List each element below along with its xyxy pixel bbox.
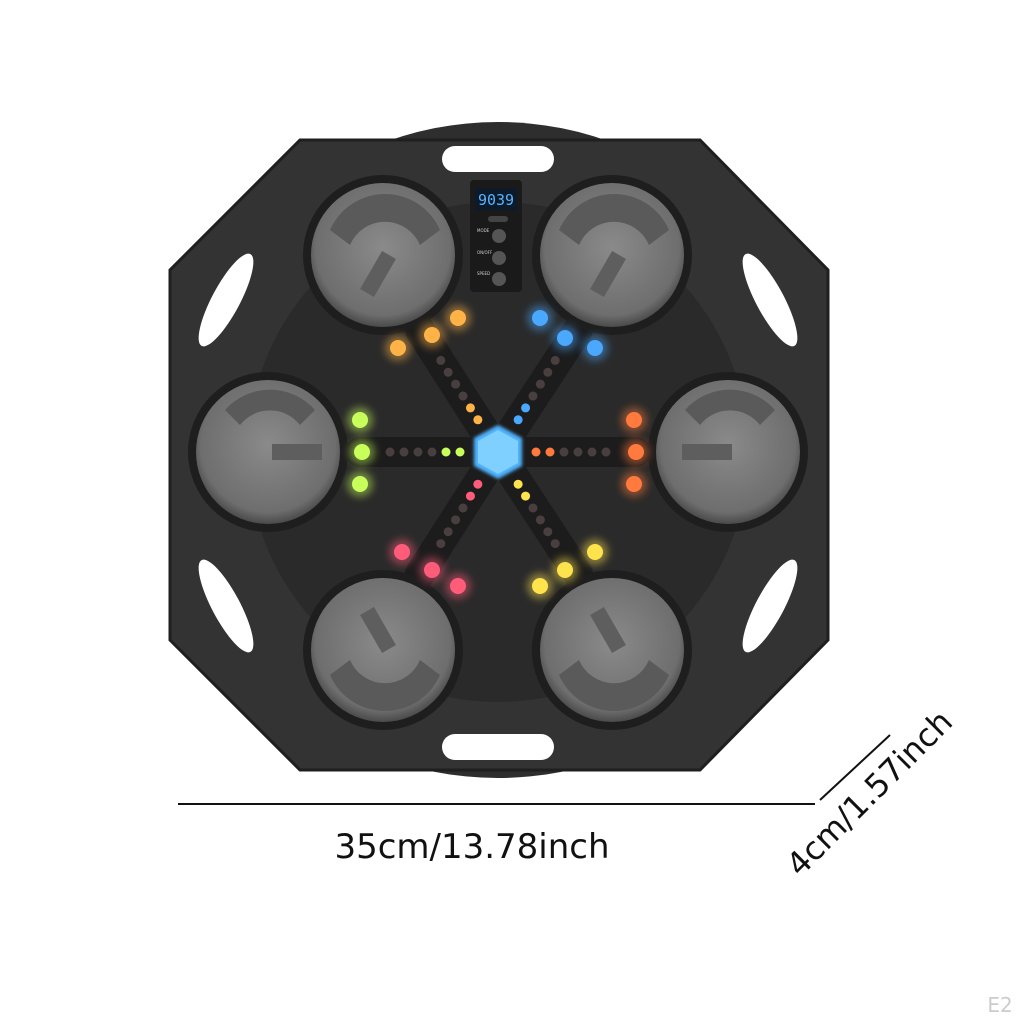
led-dot (535, 515, 545, 525)
led-lights (347, 305, 649, 599)
led-dot-lit (513, 415, 523, 425)
led-dot (436, 355, 446, 365)
display-readout: 9039 (478, 191, 514, 209)
led-light (587, 544, 603, 560)
led-dot (451, 379, 461, 389)
led-light (626, 412, 642, 428)
led-dot-lit (531, 447, 541, 457)
watermark: E2 (987, 993, 1012, 1017)
led-dot-lit (441, 447, 451, 457)
speed-button[interactable] (492, 272, 506, 286)
led-dot (528, 391, 538, 401)
punch-target-icon[interactable] (648, 372, 808, 532)
control-panel: 9039 MODE ON/OFF SPEED (470, 180, 522, 292)
led-light (394, 544, 410, 560)
led-dot (550, 539, 560, 549)
led-dot (427, 447, 437, 457)
led-dot-lit (473, 479, 483, 489)
led-light (352, 412, 368, 428)
led-dot (601, 447, 611, 457)
punch-target-icon[interactable] (303, 570, 463, 730)
led-dot-lit (465, 403, 475, 413)
led-dot (587, 447, 597, 457)
punch-target-icon[interactable] (188, 372, 348, 532)
led-light (424, 327, 440, 343)
power-button[interactable] (492, 251, 506, 265)
led-dot-lit (513, 479, 523, 489)
width-label: 35cm/13.78inch (334, 827, 609, 867)
led-dot-lit (521, 403, 531, 413)
led-dot (528, 503, 538, 513)
led-dot (385, 447, 395, 457)
led-light (424, 562, 440, 578)
punch-target-icon[interactable] (532, 175, 692, 335)
hexagon-icon[interactable] (474, 425, 522, 479)
mode-button[interactable] (492, 229, 506, 243)
led-dot (535, 379, 545, 389)
led-dot (550, 355, 560, 365)
led-dot (451, 515, 461, 525)
led-light (557, 330, 573, 346)
led-dot (443, 527, 453, 537)
punch-target-icon[interactable] (303, 175, 463, 335)
led-dot-lit (545, 447, 555, 457)
carry-handle-icon (198, 146, 798, 760)
led-light (450, 310, 466, 326)
led-dot (559, 447, 569, 457)
led-light (390, 340, 406, 356)
button-label: ON/OFF (477, 250, 493, 255)
button-label: SPEED (477, 271, 490, 276)
dimension-width: 35cm/13.78inch (178, 803, 815, 867)
led-dot (443, 367, 453, 377)
led-dot (543, 527, 553, 537)
led-dot-lit (521, 491, 531, 501)
led-dot (436, 539, 446, 549)
led-light (354, 444, 370, 460)
led-light (532, 310, 548, 326)
led-dot (413, 447, 423, 457)
led-light (587, 340, 603, 356)
led-dot (458, 391, 468, 401)
led-dot (543, 367, 553, 377)
led-dot (573, 447, 583, 457)
button-label: MODE (477, 228, 490, 233)
led-dot (458, 503, 468, 513)
led-light (628, 444, 644, 460)
depth-label: 4cm/1.57inch (779, 702, 960, 883)
punch-target-icon[interactable] (532, 570, 692, 730)
dimension-depth: 4cm/1.57inch (779, 702, 960, 883)
led-light (352, 476, 368, 492)
punch-pads (188, 175, 808, 730)
led-light (626, 476, 642, 492)
led-light (532, 578, 548, 594)
led-light (557, 562, 573, 578)
led-dot (399, 447, 409, 457)
led-dot-lit (465, 491, 475, 501)
led-dot-lit (455, 447, 465, 457)
led-dot-lit (473, 415, 483, 425)
led-light (450, 578, 466, 594)
